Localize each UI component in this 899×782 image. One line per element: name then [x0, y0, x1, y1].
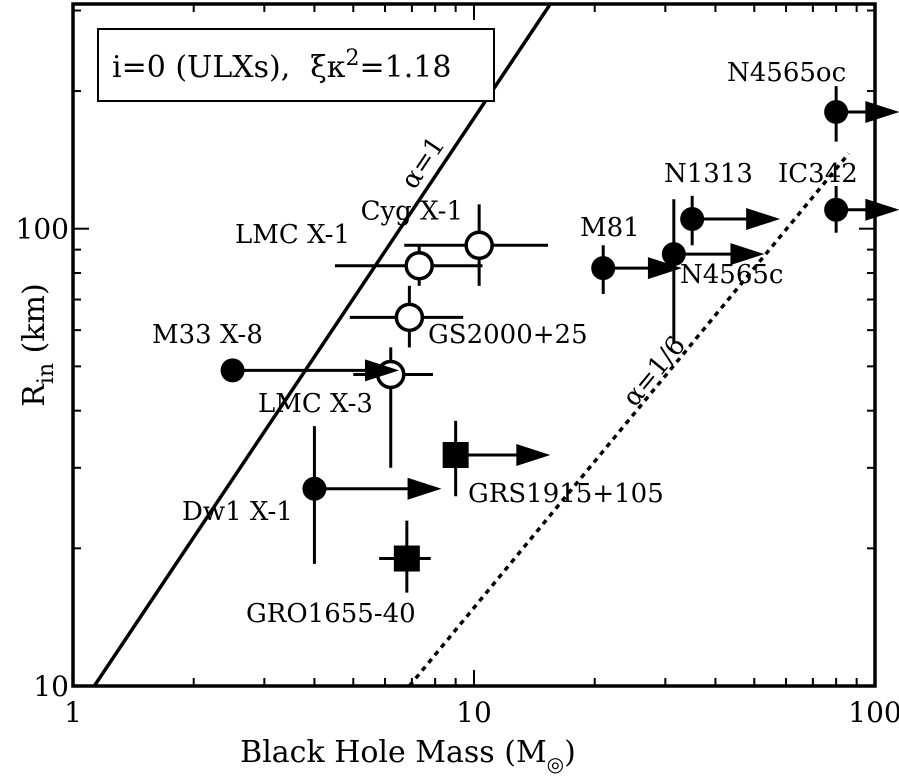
point-label: GRS1915+105 — [468, 479, 664, 509]
filled-circle-marker — [661, 242, 686, 267]
model-line-labels: α=1α=1/6 — [395, 131, 691, 412]
filled-circle-marker — [302, 476, 327, 501]
model-lines — [92, 4, 851, 686]
x-tick-label: 10 — [456, 696, 492, 729]
filled-circle-marker — [680, 207, 705, 232]
point-label: Cyg X-1 — [361, 196, 463, 226]
filled-circle-marker — [591, 256, 616, 281]
point-label: Dw1 X-1 — [182, 497, 293, 527]
legend-text: i=0 (ULXs), ξκ2=1.18 — [112, 46, 451, 85]
y-axis-title-r: R — [17, 383, 52, 407]
y-tick-label: 10 — [33, 670, 69, 703]
point-label: LMC X-3 — [258, 389, 373, 419]
lower-limit-arrow-head — [647, 257, 682, 280]
lower-limit-arrow-head — [730, 243, 765, 266]
y-axis-title: Rin (km) — [17, 283, 59, 406]
lower-limit-arrow-head — [364, 359, 399, 382]
x-tick-label: 100 — [848, 696, 899, 729]
point-label: LMC X-1 — [235, 220, 350, 250]
point-label: IC342 — [778, 159, 858, 189]
filled-circle-marker — [824, 197, 849, 222]
legend-part-1: i=0 (ULXs), — [112, 50, 290, 85]
x-axis-title-text: Black Hole Mass (M — [240, 735, 547, 770]
alpha-1-6-label: α=1/6 — [617, 331, 692, 413]
point-label: GRO1655-40 — [246, 599, 416, 629]
x-axis-title-close: ) — [564, 735, 576, 770]
open-circle-marker — [464, 230, 494, 261]
alpha-1-line — [92, 4, 552, 686]
lower-limit-arrow-head — [865, 100, 899, 123]
point-label: N4565c — [680, 260, 783, 290]
filled-circle-marker — [824, 99, 849, 124]
x-axis-title: Black Hole Mass (M◎) — [240, 735, 576, 776]
lower-limit-arrow-head — [407, 477, 442, 500]
point-label: N4565oc — [727, 58, 846, 88]
point-label: M81 — [580, 213, 640, 243]
filled-square-marker — [442, 441, 469, 468]
legend-frame — [97, 28, 495, 102]
plot-frame — [71, 2, 877, 688]
lower-limit-arrow-head — [865, 198, 899, 221]
legend-sup: 2 — [346, 46, 360, 71]
legend-box: i=0 (ULXs), ξκ2=1.18 — [97, 28, 495, 102]
y-tick-label: 100 — [16, 213, 69, 246]
legend-part-3: =1.18 — [360, 50, 452, 85]
x-tick-label: 1 — [64, 696, 82, 729]
filled-circle-marker — [220, 358, 245, 383]
y-axis-title-sub: in — [34, 363, 59, 384]
point-label: N1313 — [664, 159, 753, 189]
point-label: GS2000+25 — [428, 320, 588, 350]
data-points — [220, 86, 899, 593]
x-axis-sun-symbol: ◎ — [547, 752, 564, 776]
filled-square-marker — [393, 545, 420, 572]
open-circle-marker — [404, 250, 434, 281]
y-axis-title-unit: (km) — [17, 283, 52, 363]
lower-limit-arrow-head — [516, 443, 551, 466]
lower-limit-arrow-head — [746, 208, 781, 231]
point-label: M33 X-8 — [152, 320, 263, 350]
legend-part-2: ξκ — [310, 50, 346, 85]
open-circle-marker — [394, 302, 425, 333]
